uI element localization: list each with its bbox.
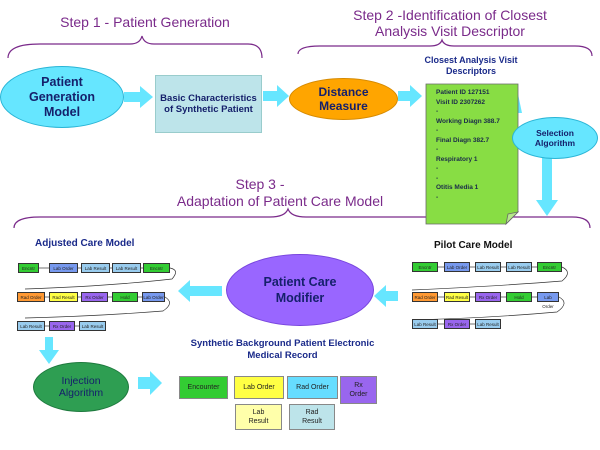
legend-rx-order: Rx Order bbox=[340, 376, 377, 404]
injection-algorithm-oval: Injection Algorithm bbox=[33, 362, 129, 412]
pilot-node-encntr-1: Encntr bbox=[412, 262, 438, 272]
patient-care-modifier-label: Patient Care Modifier bbox=[263, 275, 337, 305]
descriptor-line: - bbox=[436, 146, 439, 153]
arrow-1 bbox=[124, 86, 153, 108]
step-1-brace bbox=[7, 35, 263, 59]
descriptor-line: Patient ID 127151 bbox=[436, 89, 490, 96]
pilot-node-rad-result: Rad Result bbox=[444, 292, 470, 302]
step-3-brace bbox=[13, 207, 591, 229]
pilot-node-lab-order-1: Lab Order bbox=[444, 262, 470, 272]
injection-algorithm-label: Injection Algorithm bbox=[58, 375, 104, 399]
patient-generation-model-label: Patient Generation Model bbox=[29, 74, 95, 119]
descriptor-line: - bbox=[436, 174, 439, 182]
descriptor-line: Otitis Media 1 bbox=[436, 184, 479, 191]
step-3-heading-line1: Step 3 - bbox=[235, 176, 285, 192]
adjusted-node-rad-result: Rad Result bbox=[49, 292, 78, 302]
arrow-7 bbox=[178, 280, 222, 302]
selection-algorithm-label: Selection Algorithm bbox=[534, 128, 576, 148]
descriptor-line: - bbox=[436, 108, 439, 115]
legend-lab-result: Lab Result bbox=[235, 404, 282, 430]
patient-care-modifier-oval: Patient Care Modifier bbox=[226, 254, 374, 326]
arrow-3 bbox=[398, 85, 422, 107]
arrow-6 bbox=[374, 285, 398, 307]
adjusted-node-lab-result-2: Lab Result bbox=[112, 263, 141, 273]
selection-algorithm-oval: Selection Algorithm bbox=[512, 117, 598, 159]
arrow-5 bbox=[536, 158, 558, 216]
adjusted-node-rad-order: Rad Order bbox=[17, 292, 45, 302]
arrow-2 bbox=[263, 85, 289, 107]
descriptor-line: - bbox=[436, 165, 439, 172]
pilot-node-lab-result-4: Lab Result bbox=[475, 319, 501, 329]
adjusted-node-rx-order: Rx Order bbox=[81, 292, 108, 302]
pilot-node-lab-result-3: Lab Result bbox=[412, 319, 438, 329]
distance-measure-oval: Distance Measure bbox=[289, 78, 398, 120]
adjusted-node-lab-result-1: Lab Result bbox=[81, 263, 110, 273]
legend-lab-order: Lab Order bbox=[234, 376, 284, 399]
adjusted-node-lab-result-4: Lab Result bbox=[79, 321, 106, 331]
legend-rad-order: Rad Order bbox=[287, 376, 338, 399]
step-1-heading: Step 1 - Patient Generation bbox=[60, 14, 230, 30]
adjusted-node-lab-order-1: Lab Order bbox=[49, 263, 78, 273]
step-3-heading-line2: Adaptation of Patient Care Model bbox=[176, 193, 384, 209]
pilot-node-hold: Hold bbox=[506, 292, 532, 302]
basic-characteristics-box: Basic Characteristics of Synthetic Patie… bbox=[155, 75, 262, 133]
descriptor-line: - bbox=[436, 127, 439, 134]
pilot-node-rx-order-2: Rx Order bbox=[444, 319, 470, 329]
pilot-node-lab-result-2: Lab Result bbox=[506, 262, 532, 272]
distance-measure-label: Distance Measure bbox=[318, 85, 369, 113]
patient-generation-model-oval: Patient Generation Model bbox=[0, 66, 124, 128]
pilot-node-encntr-2: Encntr bbox=[537, 262, 562, 272]
synthetic-record-title: Synthetic Background Patient Electronic … bbox=[190, 338, 375, 361]
legend-encounter: Encounter bbox=[179, 376, 228, 399]
basic-characteristics-label: Basic Characteristics of Synthetic Patie… bbox=[160, 93, 257, 115]
descriptor-line: Final Diagn 382.7 bbox=[436, 136, 490, 144]
adjusted-node-rx-order-2: Rx Order bbox=[49, 321, 75, 331]
pilot-node-rad-order: Rad Order bbox=[412, 292, 438, 302]
adjusted-node-lab-order-2: Lab Order bbox=[142, 292, 165, 302]
pilot-node-lab-result-1: Lab Result bbox=[475, 262, 501, 272]
closest-descriptors-title: Closest Analysis Visit Descriptors bbox=[424, 55, 518, 76]
adjusted-node-encntr-2: Encntr bbox=[143, 263, 170, 273]
step-2-heading: Step 2 -Identification of Closest Analys… bbox=[353, 7, 547, 39]
step-2-brace bbox=[297, 38, 593, 57]
adjusted-node-hold: Hold bbox=[112, 292, 138, 302]
arrow-9 bbox=[138, 371, 162, 395]
adjusted-care-model-title: Adjusted Care Model bbox=[35, 238, 135, 249]
descriptor-line: - bbox=[436, 193, 439, 201]
pilot-care-model-title: Pilot Care Model bbox=[434, 240, 513, 251]
descriptor-line: Respiratory 1 bbox=[436, 155, 478, 163]
descriptor-note-fold bbox=[505, 211, 520, 226]
adjusted-node-lab-result-3: Lab Result bbox=[17, 321, 45, 331]
arrow-8 bbox=[39, 337, 59, 364]
pilot-node-rx-order: Rx Order bbox=[475, 292, 501, 302]
legend-rad-result: Rad Result bbox=[289, 404, 335, 430]
adjusted-node-encntr-1: Encntr bbox=[18, 263, 39, 273]
descriptor-line: Visit ID 2307262 bbox=[436, 98, 486, 106]
pilot-node-lab-order-2: Lab Order bbox=[537, 292, 559, 309]
descriptor-line: Working Diagn 388.7 bbox=[436, 117, 500, 125]
